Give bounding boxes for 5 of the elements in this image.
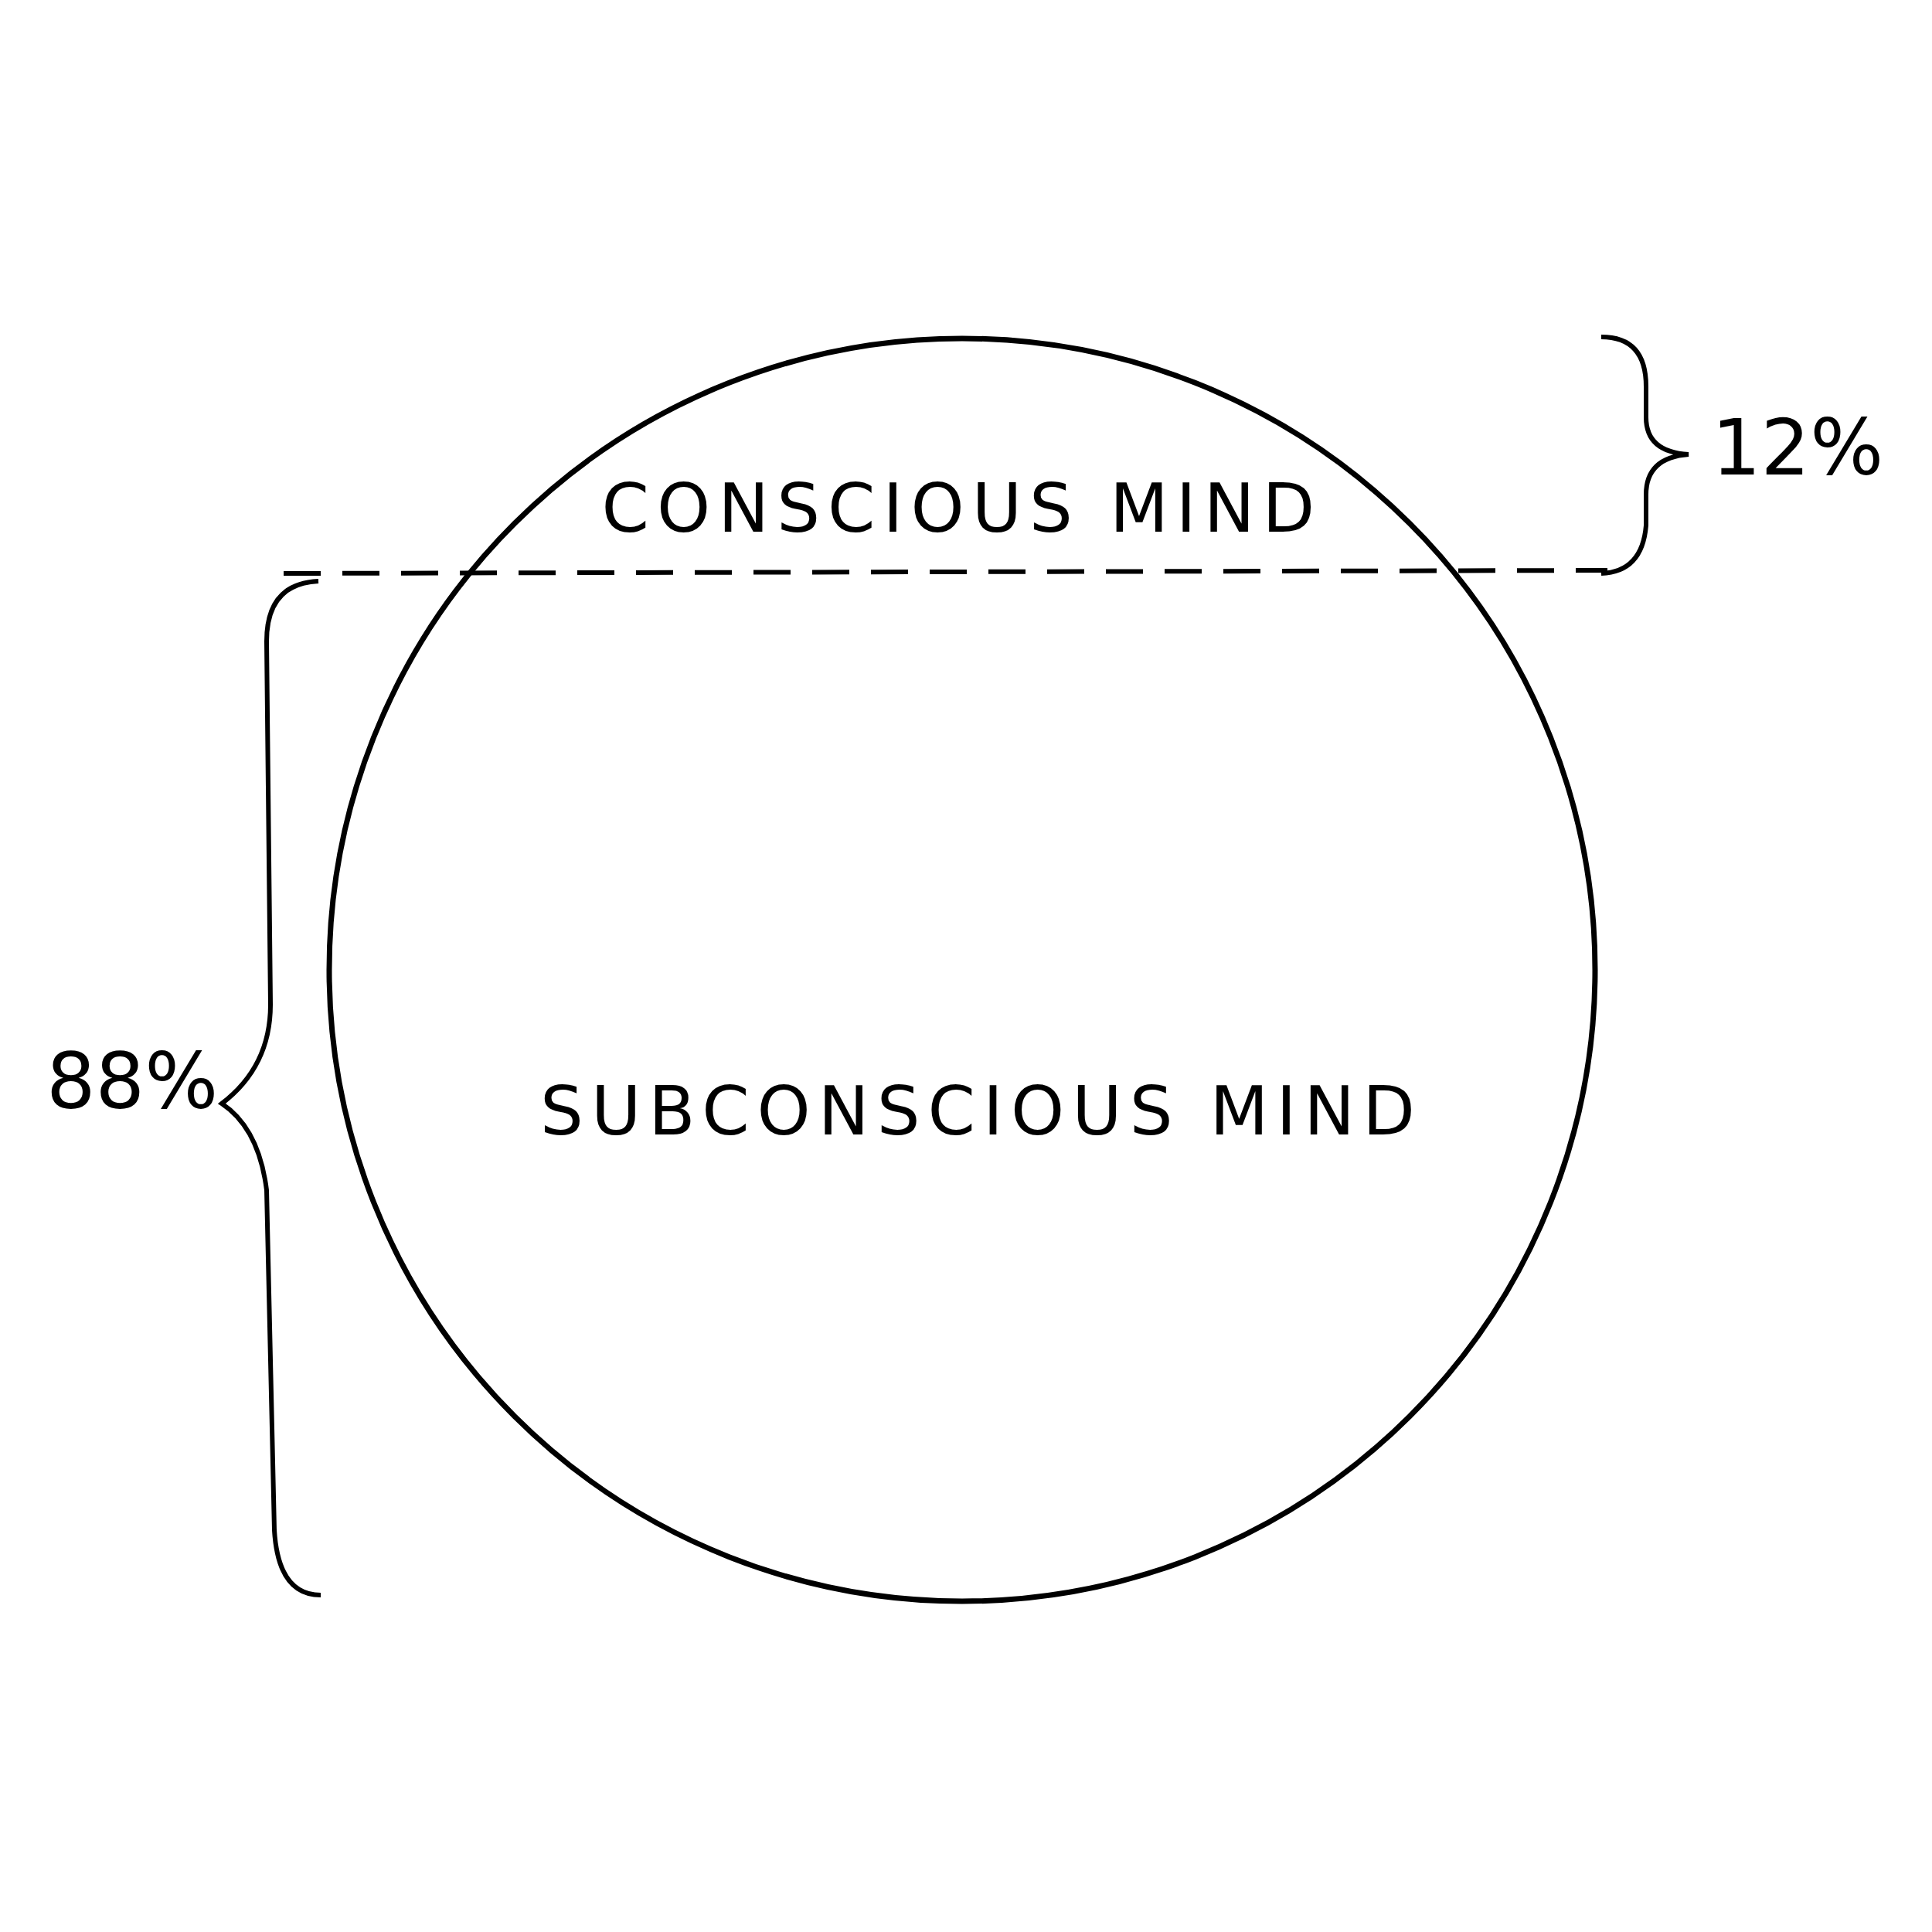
- region-label: SUBCONSCIOUS MIND: [540, 1077, 1423, 1145]
- percentage-label: 12%: [1712, 410, 1884, 487]
- region-label: CONSCIOUS MIND: [601, 474, 1323, 543]
- percentage-label: 88%: [46, 1043, 219, 1121]
- mind-circle: [326, 335, 1598, 1604]
